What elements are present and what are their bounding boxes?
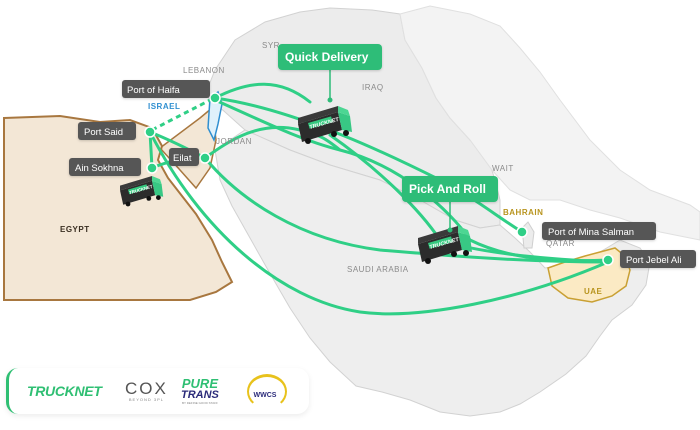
- land-saudi-arabia: [214, 129, 651, 417]
- wwcs-logo-text: WWCS: [253, 391, 277, 399]
- port-label-eilat-text: Eilat: [173, 153, 192, 164]
- route-haifa-mina-salman: [213, 96, 524, 234]
- port-label-haifa-text: Port of Haifa: [127, 85, 181, 96]
- pin-mina-salman[interactable]: [516, 226, 528, 238]
- route-port-said-sokhna: [148, 130, 154, 170]
- land-persia-east: [399, 5, 700, 241]
- port-label-mina-salman-text: Port of Mina Salman: [548, 227, 634, 238]
- callout-dot-quick-delivery: [327, 97, 333, 103]
- port-label-jebel-ali-text: Port Jebel Ali: [626, 255, 681, 266]
- country-label-lebanon: LEBANON: [183, 66, 225, 75]
- port-label-port-said-text: Port Said: [84, 127, 123, 138]
- port-label-jebel-ali: Port Jebel Ali: [620, 250, 696, 268]
- cox-tagline: BEYOND 3PL: [128, 397, 164, 402]
- pin-port-said[interactable]: [144, 126, 156, 138]
- port-label-mina-salman: Port of Mina Salman: [542, 222, 656, 240]
- callout-dot-pick-and-roll: [447, 227, 453, 233]
- service-label-pick-and-roll[interactable]: Pick And Roll: [402, 176, 498, 202]
- pin-eilat[interactable]: [199, 152, 211, 164]
- service-label-quick-delivery-text: Quick Delivery: [285, 50, 369, 64]
- pure-logo-line1: PURE: [181, 375, 218, 391]
- land-egypt: [3, 114, 234, 301]
- pure-tagline: BY DEFINE GOOD STAFF: [181, 400, 218, 405]
- port-label-port-said: Port Said: [78, 122, 136, 140]
- cox-logo: COX BEYOND 3PL: [125, 368, 168, 414]
- route-egypt-jebel-ali-south: [148, 130, 610, 316]
- port-label-ain-sokhna-text: Ain Sokhna: [75, 163, 124, 174]
- sea-route-port-said-haifa: [151, 96, 215, 132]
- route-eilat-north: [203, 125, 342, 160]
- trucknet-logo-text: TRUCKNET: [27, 383, 102, 399]
- pure-logo-line2: TRANS: [181, 388, 219, 401]
- trucknet-logo: TRUCKNET: [27, 368, 102, 414]
- port-label-ain-sokhna: Ain Sokhna: [69, 158, 141, 176]
- service-label-pick-and-roll-text: Pick And Roll: [409, 182, 486, 196]
- wwcs-logo: WWCS: [241, 368, 289, 414]
- port-label-haifa: Port of Haifa: [122, 80, 210, 98]
- service-label-quick-delivery[interactable]: Quick Delivery: [278, 44, 382, 70]
- country-label-qatar: QATAR: [546, 239, 575, 248]
- pure-trans-logo: PURE TRANS BY DEFINE GOOD STAFF: [181, 368, 219, 414]
- pin-jebel-ali[interactable]: [602, 254, 614, 266]
- wwcs-arc-icon: [247, 374, 287, 409]
- country-label-israel: ISRAEL: [148, 102, 180, 111]
- country-label-saudi-arabia: SAUDI ARABIA: [347, 265, 409, 274]
- pin-ain-sokhna[interactable]: [146, 162, 158, 174]
- country-label-iraq: IRAQ: [362, 83, 384, 92]
- cox-logo-text: COX: [125, 379, 168, 398]
- port-label-eilat: Eilat: [169, 148, 199, 166]
- country-label-syria: SYR: [262, 41, 280, 50]
- port-pins: [144, 92, 614, 266]
- country-label-egypt: EGYPT: [60, 225, 90, 234]
- route-eilat-saudi-middle: [203, 156, 610, 264]
- country-label-jordan: JORDAN: [216, 137, 252, 146]
- country-label-uae: UAE: [584, 287, 603, 296]
- route-haifa-iraq: [213, 82, 312, 104]
- route-iraq-pick-roll: [328, 133, 442, 242]
- pin-haifa[interactable]: [209, 92, 221, 104]
- land-israel: [207, 90, 223, 143]
- country-label-kuwait: WAIT: [492, 164, 514, 173]
- country-label-bahrain: BAHRAIN: [503, 208, 543, 217]
- partner-logos-bar: TRUCKNET COX BEYOND 3PL PURE TRANS BY DE…: [6, 368, 309, 414]
